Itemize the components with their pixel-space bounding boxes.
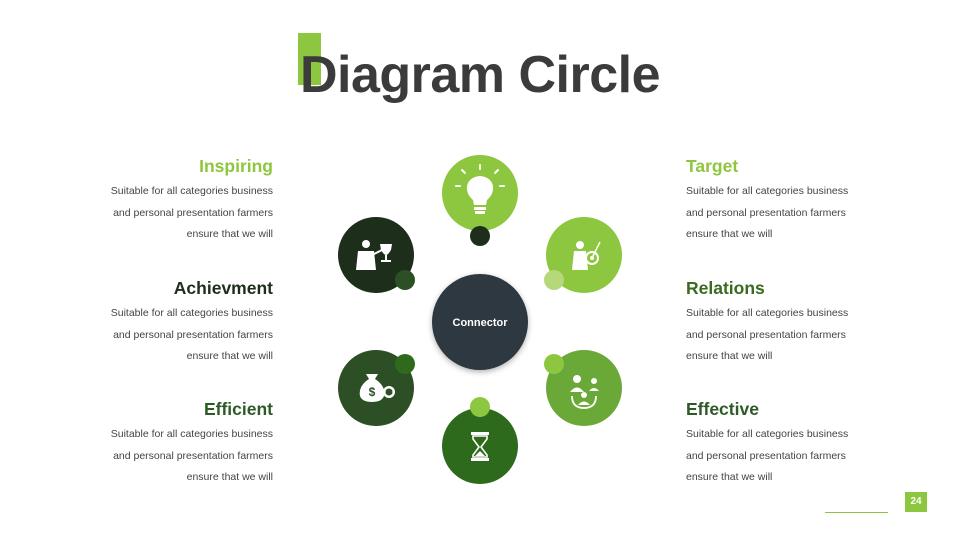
- hourglass-icon: [471, 432, 489, 461]
- block-line: ensure that we will: [686, 471, 773, 483]
- page-number-badge: 24: [905, 492, 927, 512]
- target-archer-icon: [572, 241, 601, 270]
- lightbulb-icon: [455, 164, 505, 214]
- node-upper-right: [544, 217, 622, 293]
- connector-dot: [544, 270, 564, 290]
- footer-line: [825, 512, 888, 513]
- block-title: Inspiring: [199, 156, 273, 176]
- block-line: ensure that we will: [686, 228, 773, 240]
- connector-dot: [395, 354, 415, 374]
- text-block-achievment: Achievment Suitable for all categories b…: [13, 277, 273, 368]
- text-block-effective: Effective Suitable for all categories bu…: [686, 398, 946, 489]
- svg-text:$: $: [369, 385, 376, 399]
- block-line: ensure that we will: [186, 228, 273, 240]
- block-line: and personal presentation farmers: [113, 449, 273, 462]
- node-top: [442, 155, 518, 246]
- block-line: Suitable for all categories business: [110, 428, 273, 440]
- center-connector-label: Connector: [452, 317, 508, 329]
- slide-title: Diagram Circle: [299, 46, 661, 104]
- block-title: Efficient: [203, 399, 273, 419]
- block-line: and personal presentation farmers: [113, 328, 273, 341]
- block-line: ensure that we will: [186, 471, 273, 483]
- block-title: Effective: [686, 399, 759, 419]
- block-line: Suitable for all categories business: [110, 307, 273, 319]
- connector-dot: [470, 226, 490, 246]
- node-lower-right: [544, 350, 622, 426]
- connector-dot: [395, 270, 415, 290]
- text-block-efficient: Efficient Suitable for all categories bu…: [13, 398, 273, 489]
- block-line: Suitable for all categories business: [686, 307, 849, 319]
- block-line: Suitable for all categories business: [110, 185, 273, 197]
- block-line: and personal presentation farmers: [686, 449, 846, 462]
- text-block-target: Target Suitable for all categories busin…: [686, 155, 946, 246]
- money-bag-icon: $: [359, 374, 395, 402]
- block-line: and personal presentation farmers: [686, 206, 846, 219]
- node-upper-left: [338, 217, 415, 293]
- node-bottom: [442, 397, 518, 484]
- node-lower-left: $: [338, 350, 415, 426]
- block-title: Achievment: [173, 278, 273, 298]
- trophy-businessman-icon: [356, 240, 392, 270]
- center-connector-circle: [432, 274, 528, 370]
- block-line: ensure that we will: [686, 350, 773, 362]
- block-line: and personal presentation farmers: [686, 328, 846, 341]
- people-relations-icon: [570, 375, 599, 409]
- block-line: Suitable for all categories business: [686, 185, 849, 197]
- block-line: and personal presentation farmers: [113, 206, 273, 219]
- connector-dot: [470, 397, 490, 417]
- block-line: ensure that we will: [186, 350, 273, 362]
- connector-dot: [544, 354, 564, 374]
- block-title: Target: [686, 156, 739, 176]
- block-title: Relations: [686, 278, 765, 298]
- text-block-relations: Relations Suitable for all categories bu…: [686, 277, 946, 368]
- block-line: Suitable for all categories business: [686, 428, 849, 440]
- text-block-inspiring: Inspiring Suitable for all categories bu…: [13, 155, 273, 246]
- title-accent-bar: [298, 33, 321, 85]
